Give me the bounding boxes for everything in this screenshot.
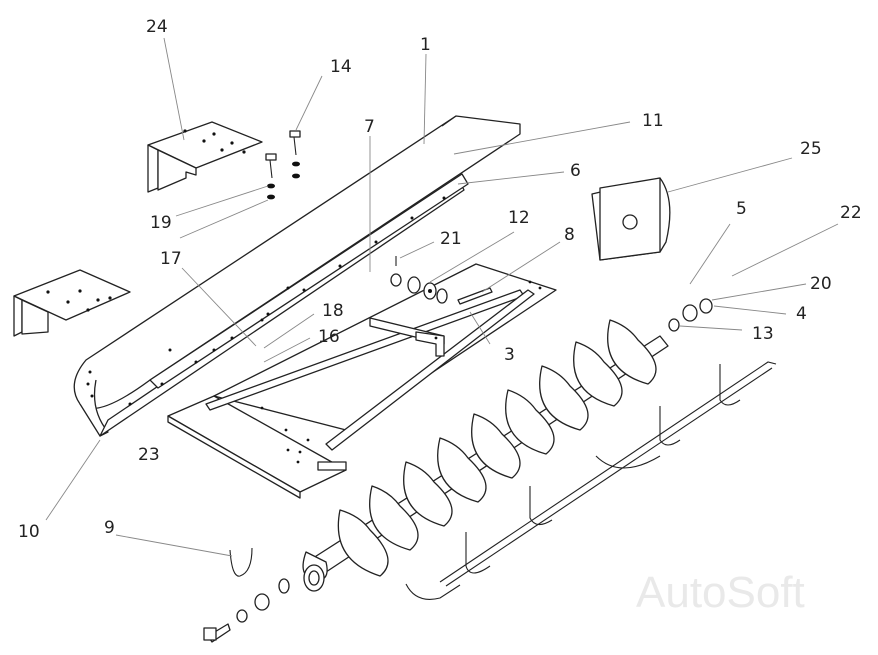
- callout-19: 19: [150, 213, 172, 233]
- callout-24: 24: [146, 17, 168, 37]
- bracket-24: [147, 121, 263, 193]
- callout-16: 16: [318, 327, 340, 347]
- bolts-nuts-top: [265, 130, 301, 200]
- callout-21: 21: [440, 229, 462, 249]
- leader-lines: [45, 37, 839, 557]
- callout-5: 5: [736, 199, 747, 219]
- callout-23: 23: [138, 445, 160, 465]
- callout-10: 10: [18, 522, 40, 542]
- callout-20: 20: [810, 274, 832, 294]
- callout-22: 22: [840, 203, 862, 223]
- callout-8: 8: [564, 225, 575, 245]
- callout-11: 11: [642, 111, 664, 131]
- guard-rod: [405, 361, 777, 600]
- trough-cover: [73, 115, 521, 437]
- callout-25: 25: [800, 139, 822, 159]
- callout-4: 4: [796, 304, 807, 324]
- callout-18: 18: [322, 301, 344, 321]
- watermark: AutoSoft: [636, 568, 805, 617]
- callout-7: 7: [364, 117, 375, 137]
- plate-25: [591, 177, 671, 261]
- key-9: [229, 547, 253, 577]
- base-frame: [167, 263, 557, 499]
- auger-flight: [302, 319, 669, 592]
- callout-1: 1: [420, 35, 431, 55]
- callout-3: 3: [504, 345, 515, 365]
- end-hardware-right: [668, 298, 713, 332]
- end-hardware-left: [203, 578, 290, 643]
- bracket-left: [13, 269, 131, 337]
- bearing-assembly: [390, 256, 493, 305]
- callout-9: 9: [104, 518, 115, 538]
- callout-13: 13: [752, 324, 774, 344]
- callout-12: 12: [508, 208, 530, 228]
- callout-6: 6: [570, 161, 581, 181]
- callout-14: 14: [330, 57, 352, 77]
- callout-17: 17: [160, 249, 182, 269]
- callout-labels: 1 3 4 5 6 7 8 9 10 11 12 13 14 16 17 18 …: [18, 17, 862, 542]
